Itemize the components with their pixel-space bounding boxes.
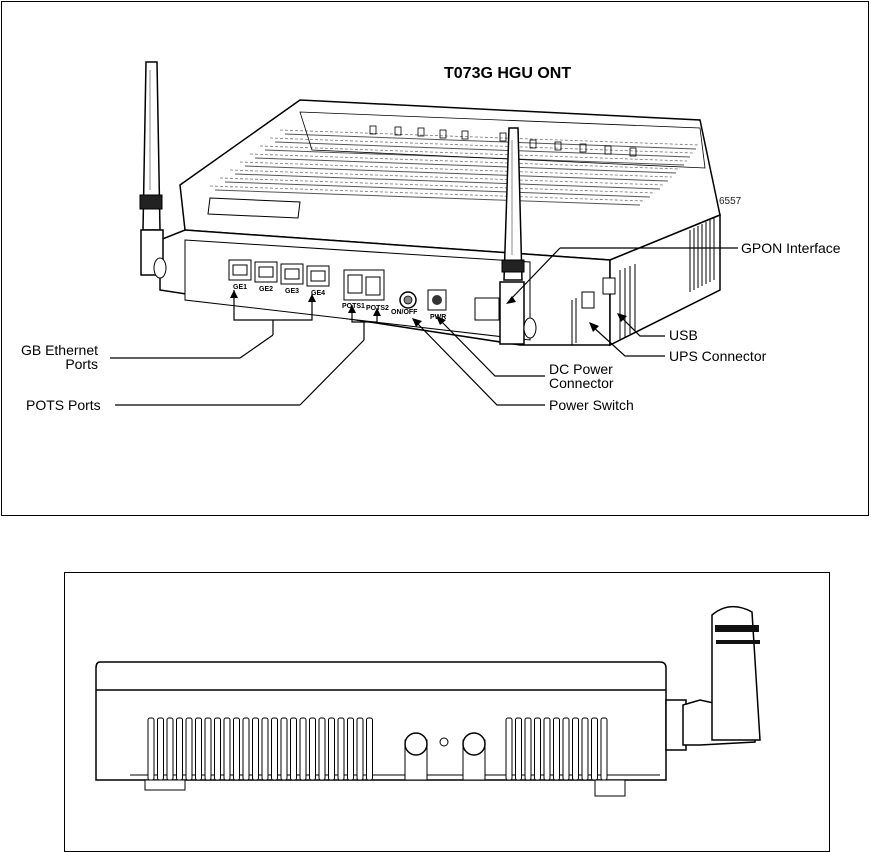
callout-gb-ethernet-line2: Ports [10,357,98,371]
vent-slot [319,718,325,780]
port-label-ge2: GE2 [259,286,273,293]
port-label-on-off: ON/OFF [391,309,417,316]
callout-gb-ethernet-line1: GB Ethernet [10,343,98,357]
callout-ups-connector: UPS Connector [669,349,766,363]
callout-dc-power-line1: DC Power [549,362,613,376]
vent-slot [535,718,541,780]
vent-slot [196,718,202,780]
vent-slot [177,718,183,780]
vent-slot [234,718,240,780]
port-label-ge4: GE4 [311,290,325,297]
vent-slot [554,718,560,780]
callout-gpon-interface: GPON Interface [741,241,841,255]
vent-slot [367,718,373,780]
vent-slot [563,718,569,780]
callout-dc-power-line2: Connector [549,376,614,390]
vent-slot [186,718,192,780]
port-label-pots1: POTS1 [342,303,365,310]
vent-slot [243,718,249,780]
vent-slot [525,718,531,780]
vent-slot [516,718,522,780]
figure-title: T073G HGU ONT [444,65,571,83]
vent-slot [167,718,173,780]
figure-number: 6557 [719,196,741,207]
vent-slot [348,718,354,780]
vent-slot [573,718,579,780]
callout-usb: USB [669,328,698,342]
vent-slot [300,718,306,780]
vent-slot [253,718,259,780]
vent-slot [601,718,607,780]
vent-slot [262,718,268,780]
port-label-ge1: GE1 [233,284,247,291]
callout-power-switch: Power Switch [549,398,634,412]
vent-slot [205,718,211,780]
vent-slot [592,718,598,780]
vent-slot [215,718,221,780]
side-view-antenna [666,607,760,750]
callout-pots-ports: POTS Ports [26,398,101,412]
vent-slot [291,718,297,780]
port-label-ge3: GE3 [285,288,299,295]
vent-slot [544,718,550,780]
vent-slot [329,718,335,780]
vent-slot [582,718,588,780]
vent-slot [310,718,316,780]
vent-slot [224,718,230,780]
vent-slot [506,718,512,780]
vent-slot [272,718,278,780]
vent-slot [148,718,154,780]
vent-slot [357,718,363,780]
vent-slot [158,718,164,780]
port-label-power: PWR [430,314,446,321]
port-label-pots2: POTS2 [366,305,389,312]
vent-slot [281,718,287,780]
vent-slot [338,718,344,780]
